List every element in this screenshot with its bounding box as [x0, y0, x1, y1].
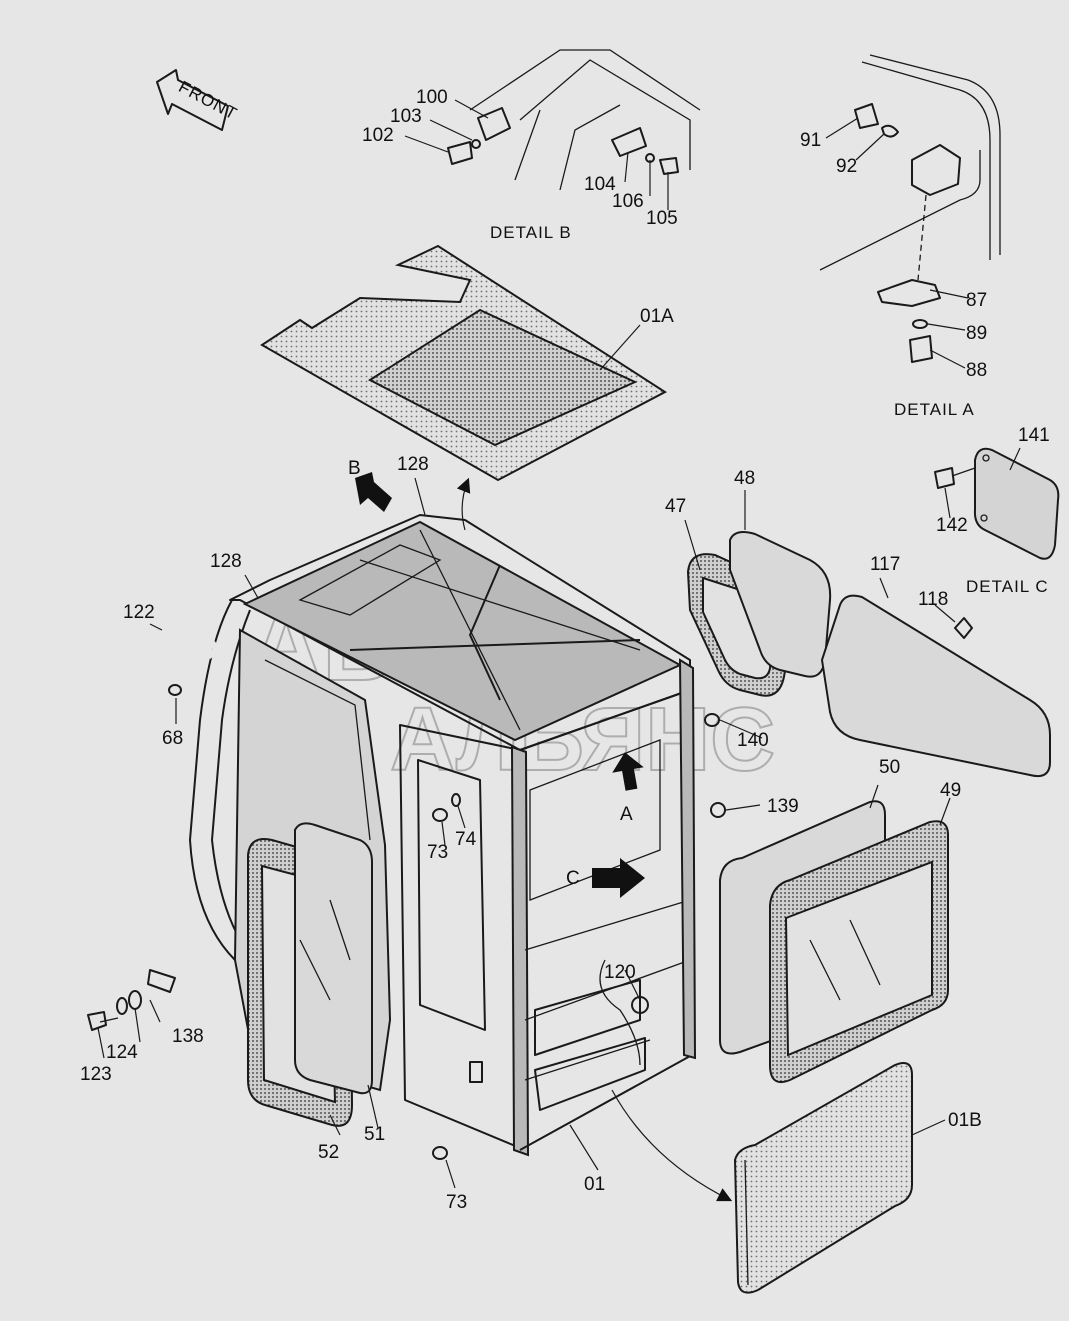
part-number: 68: [162, 728, 183, 749]
part-number: 141: [1018, 425, 1050, 446]
view-arrow-b-icon: [355, 472, 392, 512]
door-window-52-51: [247, 822, 373, 1127]
part-number: 106: [612, 191, 644, 212]
part-number: 47: [665, 496, 686, 517]
part-number: 88: [966, 360, 987, 381]
part-number: 01: [584, 1174, 605, 1195]
part-number: 140: [737, 730, 769, 751]
part-number: 105: [646, 208, 678, 229]
detail-b-drawing: [447, 49, 701, 191]
part-number: 73: [427, 842, 448, 863]
roof-liner-01a: [260, 244, 667, 482]
part-number: 01A: [640, 306, 674, 327]
side-glass-117: [820, 594, 1051, 778]
part-number: 139: [767, 796, 799, 817]
leader-lines: [97, 99, 1021, 1189]
part-number: 142: [936, 515, 968, 536]
arrow-01b-icon: [611, 1089, 733, 1202]
part-number: 103: [390, 106, 422, 127]
view-arrow-c-icon: [592, 858, 645, 898]
part-number: 52: [318, 1142, 339, 1163]
part-number: 138: [172, 1026, 204, 1047]
handrail-122: [105, 620, 218, 993]
part-number: 89: [966, 323, 987, 344]
detail-b-label: DETAIL B: [490, 223, 572, 242]
part-number: 01B: [948, 1110, 982, 1131]
cover-141: [934, 447, 1060, 639]
part-number: 100: [416, 87, 448, 108]
part-number: 128: [210, 551, 242, 572]
detail-a-drawing: [819, 54, 1001, 363]
front-window-50-49: [719, 800, 949, 1084]
part-number: 124: [106, 1042, 138, 1063]
view-letter-c: C: [566, 868, 580, 889]
part-number: 48: [734, 468, 755, 489]
front-arrow-icon: [156, 69, 229, 131]
part-number: 122: [123, 602, 155, 623]
part-number: 87: [966, 290, 987, 311]
detail-c-label: DETAIL C: [966, 577, 1049, 596]
bolt-assembly-left: [87, 684, 726, 1160]
part-number: 74: [455, 829, 477, 850]
arrow-01a-icon: [456, 477, 471, 531]
front-label: FRONT: [176, 77, 241, 124]
part-number: 73: [446, 1192, 467, 1213]
part-number: 104: [584, 174, 616, 195]
part-number: 120: [604, 962, 636, 983]
part-number: 102: [362, 125, 394, 146]
view-arrow-a-icon: [612, 752, 644, 791]
floor-panel-01b: [733, 1062, 913, 1294]
rear-window-47-48: [686, 531, 832, 697]
part-number: 49: [940, 780, 961, 801]
part-number: 123: [80, 1064, 112, 1085]
part-number: 92: [836, 156, 857, 177]
view-letter-a: A: [620, 804, 633, 825]
view-letter-b: B: [348, 458, 361, 479]
part-number: 128: [397, 454, 429, 475]
part-number: 51: [364, 1124, 385, 1145]
part-number: 117: [870, 554, 900, 575]
door-handle-icon: [469, 1061, 483, 1083]
part-number: 118: [918, 589, 948, 610]
detail-a-label: DETAIL A: [894, 400, 975, 419]
part-number: 91: [800, 130, 821, 151]
part-number: 50: [879, 757, 900, 778]
